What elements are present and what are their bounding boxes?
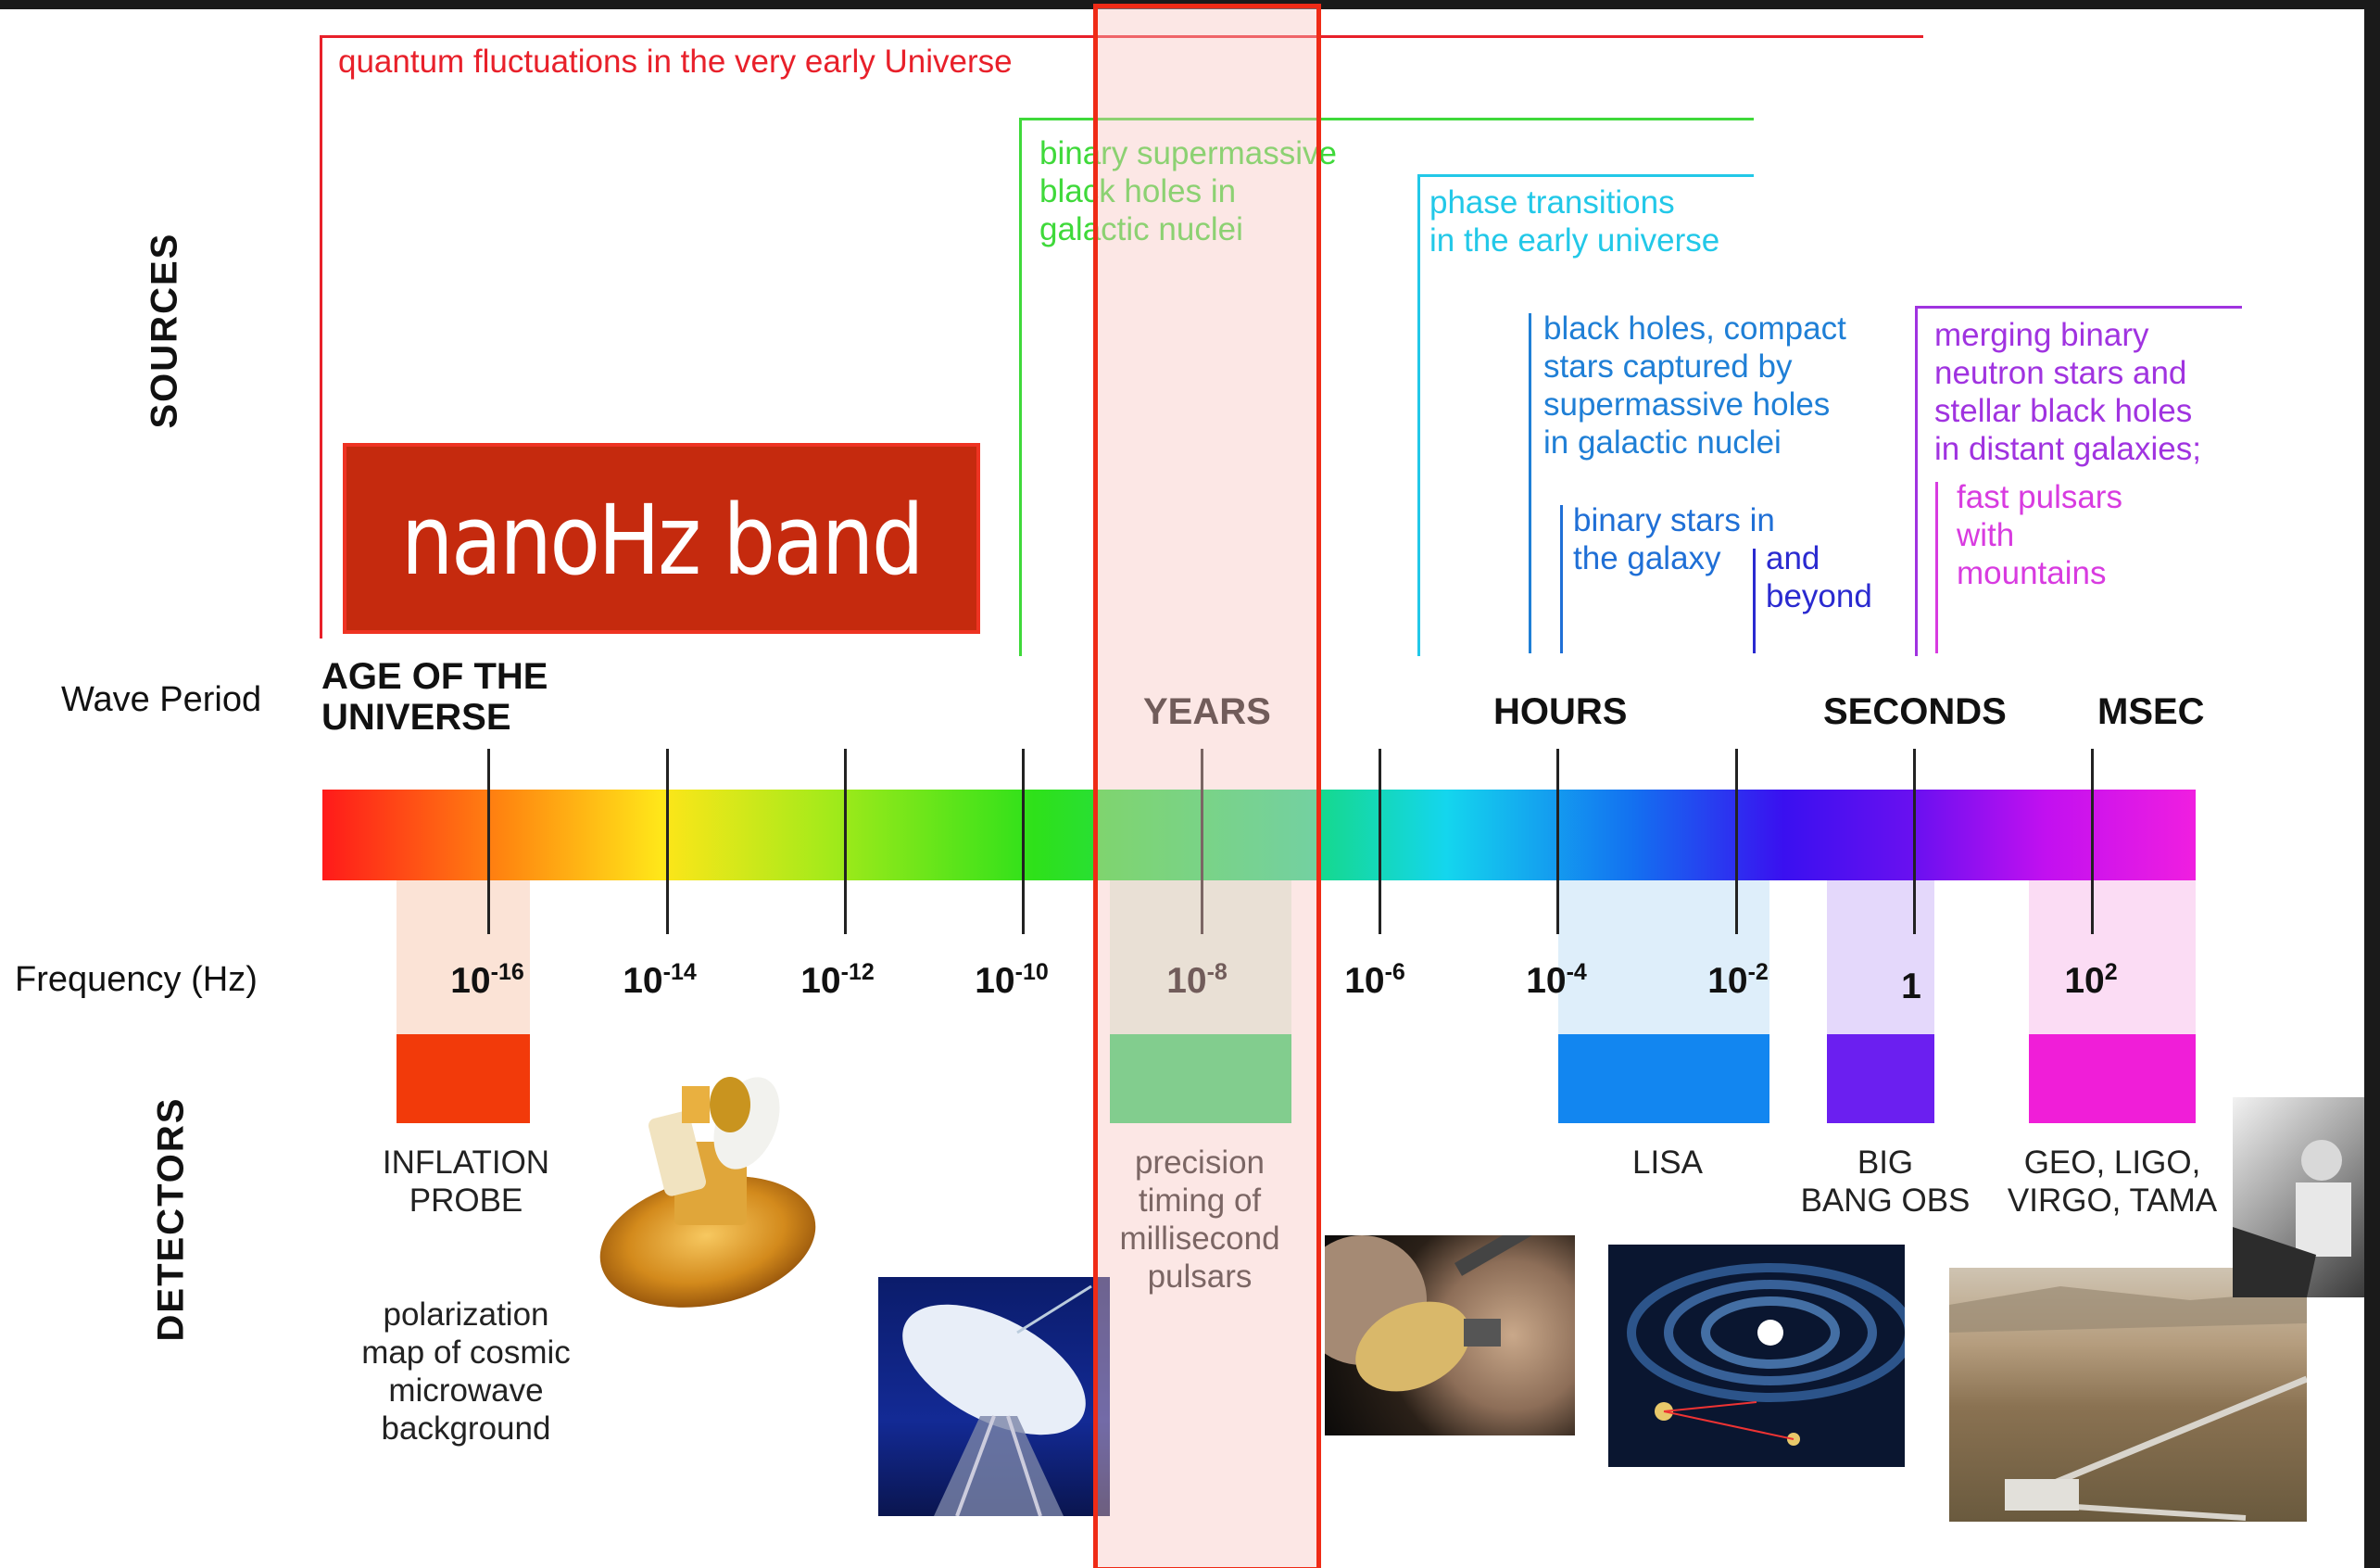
beyond-bracket <box>1753 549 1756 653</box>
tick-1e2 <box>2091 749 2094 934</box>
tick-1 <box>1913 749 1916 934</box>
freq-label-1: 1 <box>1901 967 1921 1006</box>
freq-label-1e-16: 10-16 <box>450 959 524 1001</box>
ligo-observatory-photo <box>1949 1268 2307 1522</box>
detector-label-ligo: GEO, LIGO, VIRGO, TAMA <box>2007 1144 2218 1219</box>
freq-label-1e-12: 10-12 <box>800 959 875 1001</box>
nanohz-highlight-frame <box>1093 4 1321 1568</box>
freq-label-1e-10: 10-10 <box>975 959 1049 1001</box>
detector-label-inflation: INFLATION PROBE <box>382 1144 550 1219</box>
tick-1e-4 <box>1556 749 1559 934</box>
detector-bar-ligo <box>2029 1034 2196 1123</box>
detector-bar-bbo <box>1827 1034 1934 1123</box>
freq-label-1e-2: 10-2 <box>1707 959 1769 1001</box>
merging-bracket <box>1915 306 2242 656</box>
emri-bracket <box>1529 313 1531 653</box>
galaxy-bracket <box>1560 505 1563 653</box>
source-smbh: binary supermassive black holes in galac… <box>1039 135 1337 247</box>
nanohz-label-box: nanoHz band <box>343 443 980 634</box>
geo-lab-photo <box>2233 1097 2364 1297</box>
sources-section-label: SOURCES <box>144 232 185 429</box>
spectrum-bar <box>322 790 2196 880</box>
detector-label-lisa: LISA <box>1632 1144 1703 1181</box>
period-seconds: SECONDS <box>1823 691 2007 732</box>
detector-label-bbo: BIG BANG OBS <box>1800 1144 1971 1219</box>
frequency-axis-label: Frequency (Hz) <box>15 960 258 999</box>
detector-bar-inflation <box>397 1034 530 1123</box>
freq-label-1e-14: 10-14 <box>623 959 697 1001</box>
source-fast-pulsars: fast pulsars with mountains <box>1957 479 2122 591</box>
tick-1e-10 <box>1022 749 1025 934</box>
quantum-bracket <box>320 35 1923 639</box>
bbo-band-bg <box>1827 880 1934 1038</box>
source-beyond: and beyond <box>1766 540 1872 614</box>
lisa-band-bg <box>1558 880 1769 1038</box>
right-frame-edge <box>2364 0 2380 1568</box>
source-merging-binaries: merging binary neutron stars and stellar… <box>1934 317 2201 467</box>
source-galactic-binaries: binary stars in the galaxy <box>1573 502 1775 576</box>
period-hours: HOURS <box>1493 691 1628 732</box>
smbh-bracket <box>1019 118 1754 656</box>
detectors-section-label: DETECTORS <box>150 1096 192 1342</box>
detector-label-pta: precision timing of millisecond pulsars <box>1119 1144 1280 1295</box>
detector-bar-lisa <box>1558 1034 1769 1123</box>
freq-label-1e2: 102 <box>2064 959 2118 1001</box>
pulsars-bracket <box>1935 482 1938 653</box>
space-probe-photo <box>1325 1235 1575 1435</box>
lisa-spacetime-photo <box>1608 1245 1905 1467</box>
period-msec: MSEC <box>2097 691 2205 732</box>
tick-1e-8 <box>1201 749 1203 934</box>
nanohz-highlight-fill <box>1093 4 1321 1568</box>
ligo-band-bg <box>2029 880 2196 1038</box>
wave-period-label: Wave Period <box>61 680 262 719</box>
source-emri: black holes, compact stars captured by s… <box>1543 310 1846 461</box>
tick-1e-16 <box>487 749 490 934</box>
source-quantum: quantum fluctuations in the very early U… <box>338 44 1013 80</box>
source-phase-transitions: phase transitions in the early universe <box>1429 184 1720 259</box>
period-years: YEARS <box>1143 691 1271 732</box>
inflation-band-bg <box>397 880 530 1038</box>
tick-1e-6 <box>1379 749 1381 934</box>
inflation-note: polarization map of cosmic microwave bac… <box>361 1296 571 1447</box>
tick-1e-12 <box>844 749 847 934</box>
radio-telescope-photo <box>878 1277 1110 1516</box>
freq-label-1e-4: 10-4 <box>1526 959 1587 1001</box>
tick-1e-14 <box>666 749 669 934</box>
detector-bar-pta <box>1110 1034 1291 1123</box>
inflation-probe-satellite-image <box>599 1077 816 1308</box>
tick-1e-2 <box>1735 749 1738 934</box>
freq-label-1e-8: 10-8 <box>1166 959 1228 1001</box>
freq-label-1e-6: 10-6 <box>1344 959 1405 1001</box>
nanohz-label-text: nanoHz band <box>400 484 925 597</box>
phase-bracket <box>1417 174 1754 656</box>
period-age-of-universe: AGE OF THE UNIVERSE <box>321 656 548 738</box>
